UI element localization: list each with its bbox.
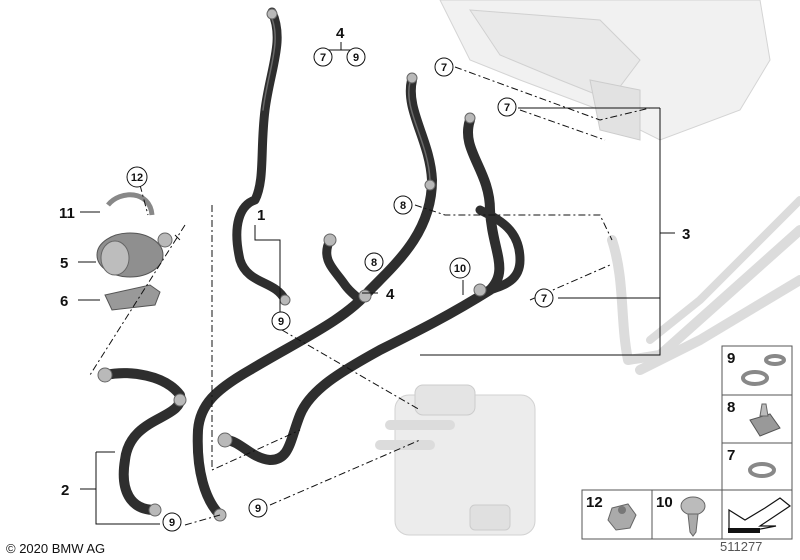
callout-2: 2 — [61, 482, 69, 499]
callout-3: 3 — [682, 226, 690, 243]
callout-1: 1 — [257, 207, 265, 224]
legend-direction-arrow — [721, 489, 793, 540]
circle-callout-9: 9 — [271, 311, 291, 331]
circle-callout-9: 9 — [346, 47, 366, 67]
dashed-assignment-lines — [89, 66, 651, 526]
heat-exchanger-pipes-ghost — [607, 196, 800, 375]
svg-text:12: 12 — [586, 494, 603, 511]
legend-item-9: 9 — [721, 345, 793, 396]
svg-text:9: 9 — [727, 350, 735, 367]
hose-clamp-icon — [741, 370, 769, 386]
svg-text:8: 8 — [400, 200, 406, 212]
hose-1 — [232, 7, 290, 305]
electric-coolant-pump-5 — [96, 232, 173, 278]
svg-text:7: 7 — [727, 447, 735, 464]
legend-item-12: 12 — [581, 489, 653, 540]
svg-text:9: 9 — [169, 517, 175, 529]
legend-item-8: 8 — [721, 394, 793, 444]
diagram-number: 511277 — [720, 539, 763, 554]
callout-5: 5 — [60, 255, 68, 272]
svg-text:10: 10 — [656, 494, 673, 511]
svg-text:9: 9 — [353, 52, 359, 64]
circle-callout-9: 9 — [248, 498, 268, 518]
svg-text:10: 10 — [454, 263, 466, 275]
svg-text:12: 12 — [131, 172, 143, 184]
circle-callout-8: 8 — [364, 252, 384, 272]
engine-block-ghost — [439, 0, 771, 141]
callout-4-top: 4 — [336, 25, 345, 42]
band-clamp-icon — [748, 462, 776, 478]
circle-callout-7: 7 — [313, 47, 333, 67]
nut-icon — [607, 503, 637, 531]
callout-11: 11 — [59, 205, 75, 222]
callout-6: 6 — [60, 293, 68, 310]
callout-4-mid: 4 — [386, 286, 395, 303]
holder-6 — [104, 284, 161, 311]
svg-text:9: 9 — [255, 503, 261, 515]
svg-text:8: 8 — [727, 399, 735, 416]
svg-text:8: 8 — [371, 257, 377, 269]
circle-callout-8: 8 — [393, 195, 413, 215]
circle-callout-7: 7 — [534, 288, 554, 308]
copyright-text: © 2020 BMW AG — [6, 541, 106, 556]
hose-2 — [100, 368, 186, 515]
circle-callout-7: 7 — [434, 57, 454, 77]
connector-fittings — [97, 8, 487, 522]
leader-lines — [78, 42, 675, 525]
svg-text:7: 7 — [504, 102, 510, 114]
circle-callout-9: 9 — [162, 512, 182, 532]
svg-text:7: 7 — [441, 62, 447, 74]
bracket-11 — [106, 192, 155, 216]
legend-item-10: 10 — [651, 489, 723, 540]
rivet-screw-icon — [680, 496, 706, 516]
hose-3 — [220, 115, 525, 465]
hose-4 — [192, 75, 437, 520]
svg-text:7: 7 — [320, 52, 326, 64]
circle-callout-7: 7 — [497, 97, 517, 117]
circle-callout-10: 10 — [449, 257, 471, 279]
heater-unit-ghost — [375, 384, 536, 536]
circle-callout-12: 12 — [126, 166, 148, 188]
svg-text:9: 9 — [278, 316, 284, 328]
legend-item-7: 7 — [721, 442, 793, 491]
svg-text:7: 7 — [541, 293, 547, 305]
